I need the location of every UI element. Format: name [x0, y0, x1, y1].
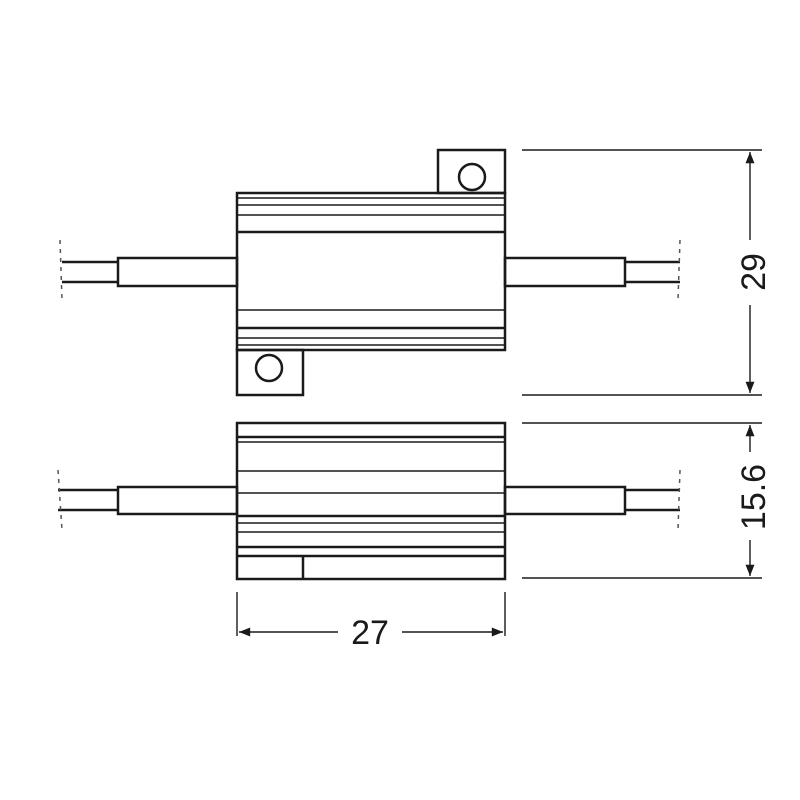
resistor-body-side: [235, 421, 507, 581]
right-lead-side: [503, 469, 681, 531]
dimension-15-6: 15.6: [522, 422, 773, 579]
dimension-label-15-6: 15.6: [735, 464, 773, 530]
top-view: [59, 148, 681, 397]
dimension-29: 29: [522, 149, 773, 396]
left-lead: [59, 239, 239, 301]
dimension-label-27: 27: [351, 614, 389, 652]
left-lead-side: [57, 469, 239, 531]
mounting-tab-bottom: [235, 348, 305, 397]
dimension-27: 27: [236, 592, 506, 652]
mounting-tab-top: [436, 148, 507, 195]
right-lead: [503, 239, 681, 301]
dimension-label-29: 29: [735, 253, 773, 291]
resistor-body-top: [235, 191, 507, 352]
side-view: [57, 421, 681, 581]
